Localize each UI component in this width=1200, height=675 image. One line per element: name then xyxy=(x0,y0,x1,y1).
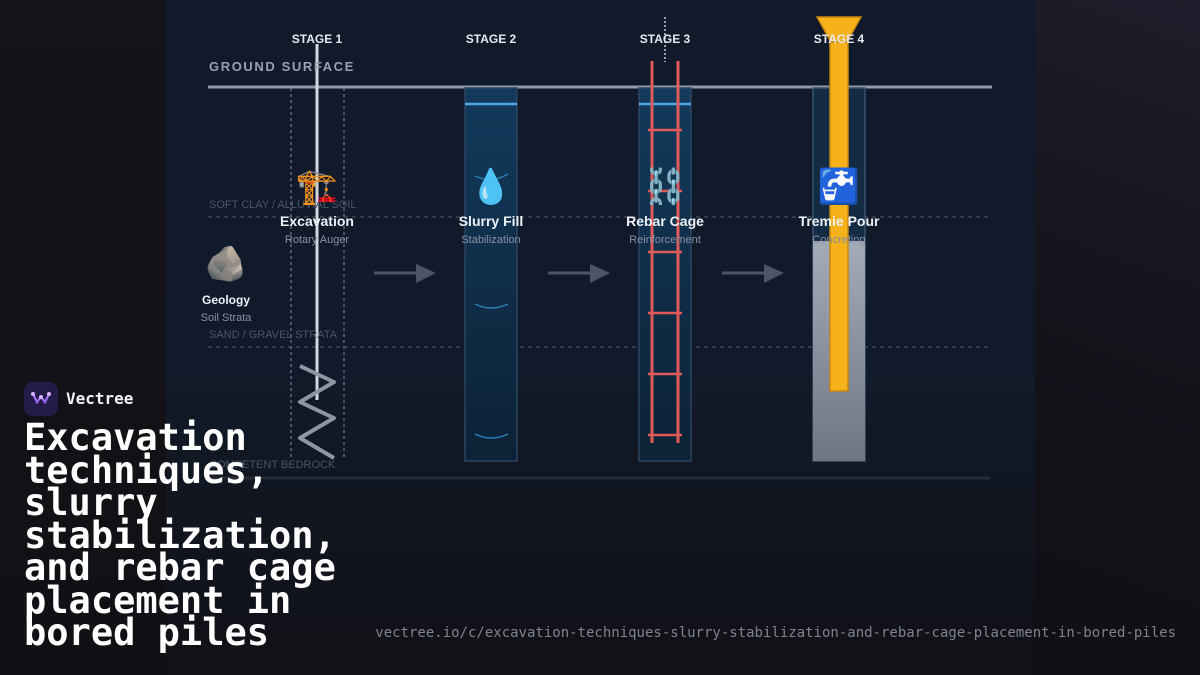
soft-clay-label: SOFT CLAY / ALLUVIAL SOIL xyxy=(209,199,357,211)
stage-arrow xyxy=(548,264,610,283)
stage-4-label: STAGE 4 xyxy=(813,32,865,46)
ground-surface-label: GROUND SURFACE xyxy=(209,59,355,74)
stage-1-subtitle: Rotary Auger xyxy=(284,234,350,246)
stage-1-title: Excavation xyxy=(280,213,354,229)
crane-icon: 🏗️ xyxy=(295,167,339,207)
droplet-icon: 💧 xyxy=(469,167,513,207)
stage-4-title: Tremie Pour xyxy=(798,213,880,229)
stage-2-label: STAGE 2 xyxy=(465,32,517,46)
auger-flight xyxy=(298,364,336,460)
stage-2-title: Slurry Fill xyxy=(458,213,524,229)
source-url[interactable]: vectree.io/c/excavation-techniques-slurr… xyxy=(375,625,1176,641)
slurry-bore xyxy=(464,87,518,462)
faucet-icon: 🚰 xyxy=(817,167,861,207)
sand-gravel-label: SAND / GRAVEL STRATA xyxy=(209,329,337,341)
stage-3-title: Rebar Cage xyxy=(626,213,704,229)
diagram-panel xyxy=(166,0,1035,675)
stage-arrow xyxy=(374,264,436,283)
bedrock-label: COMPETENT BEDROCK xyxy=(209,459,336,471)
geology-title: Geology xyxy=(201,293,251,307)
tremie-hopper xyxy=(815,16,863,43)
background-right xyxy=(1035,0,1200,675)
slurry-ripple xyxy=(474,173,509,181)
rock-icon: 🪨 xyxy=(204,244,248,284)
vectree-logo-icon xyxy=(24,382,58,416)
brand-name: Vectree xyxy=(66,389,134,408)
stage-3-subtitle: Reinforcement xyxy=(629,234,701,246)
geology-subtitle: Soil Strata xyxy=(200,312,252,324)
stage-3-label: STAGE 3 xyxy=(639,32,691,46)
stage-1-label: STAGE 1 xyxy=(291,32,343,46)
slurry-ripple xyxy=(474,433,509,439)
page-title: Excavation techniques, slurry stabilizat… xyxy=(24,416,336,654)
chain-icon: ⛓️ xyxy=(643,167,687,207)
slurry-ripple xyxy=(474,303,509,309)
background-left xyxy=(0,0,166,675)
stage-4-subtitle: Concreting xyxy=(812,234,866,246)
stage-arrow xyxy=(722,264,784,283)
stage-2-subtitle: Stabilization xyxy=(461,234,521,246)
cage-bore xyxy=(638,87,692,462)
